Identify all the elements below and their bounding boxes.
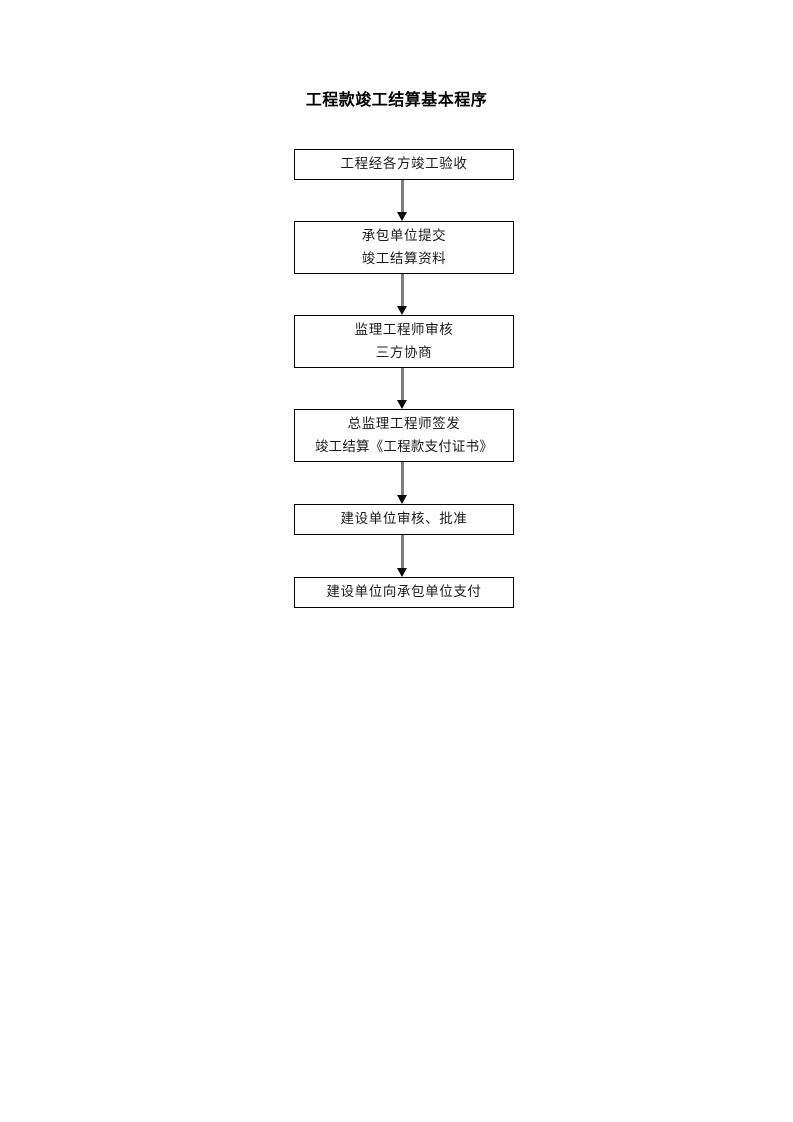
down-arrow-icon <box>397 495 407 504</box>
page-title: 工程款竣工结算基本程序 <box>305 90 488 109</box>
flow-node-2-line-2: 竣工结算资料 <box>361 250 447 267</box>
flow-node-3-line-2: 三方协商 <box>375 344 433 361</box>
flow-connector-4 <box>397 462 407 504</box>
flow-node-3-line-1: 监理工程师审核 <box>354 321 454 338</box>
flow-node-4[interactable]: 总监理工程师签发 竣工结算《工程款支付证书》 <box>294 409 514 462</box>
flow-node-5[interactable]: 建设单位审核、批准 <box>294 504 514 535</box>
flow-node-6-line-1: 建设单位向承包单位支付 <box>326 584 482 600</box>
flow-node-2[interactable]: 承包单位提交 竣工结算资料 <box>294 221 514 274</box>
flow-connector-5 <box>397 535 407 577</box>
flow-connector-2 <box>397 274 407 315</box>
down-arrow-icon <box>397 568 407 577</box>
down-arrow-icon <box>397 212 407 221</box>
flow-node-2-line-1: 承包单位提交 <box>361 227 447 244</box>
connector-shaft <box>401 462 404 495</box>
down-arrow-icon <box>397 306 407 315</box>
flow-connector-3 <box>397 368 407 409</box>
connector-shaft <box>401 274 404 306</box>
connector-shaft <box>401 368 404 400</box>
flow-node-5-line-1: 建设单位审核、批准 <box>340 511 468 527</box>
connector-shaft <box>401 535 404 568</box>
connector-shaft <box>401 180 404 212</box>
flow-node-3[interactable]: 监理工程师审核 三方协商 <box>294 315 514 368</box>
flow-node-1-line-1: 工程经各方竣工验收 <box>340 156 468 172</box>
down-arrow-icon <box>397 400 407 409</box>
flow-node-6[interactable]: 建设单位向承包单位支付 <box>294 577 514 608</box>
flow-node-4-line-2: 竣工结算《工程款支付证书》 <box>314 438 494 455</box>
flow-node-4-line-1: 总监理工程师签发 <box>347 415 461 432</box>
flow-connector-1 <box>397 180 407 221</box>
flow-node-1[interactable]: 工程经各方竣工验收 <box>294 149 514 180</box>
